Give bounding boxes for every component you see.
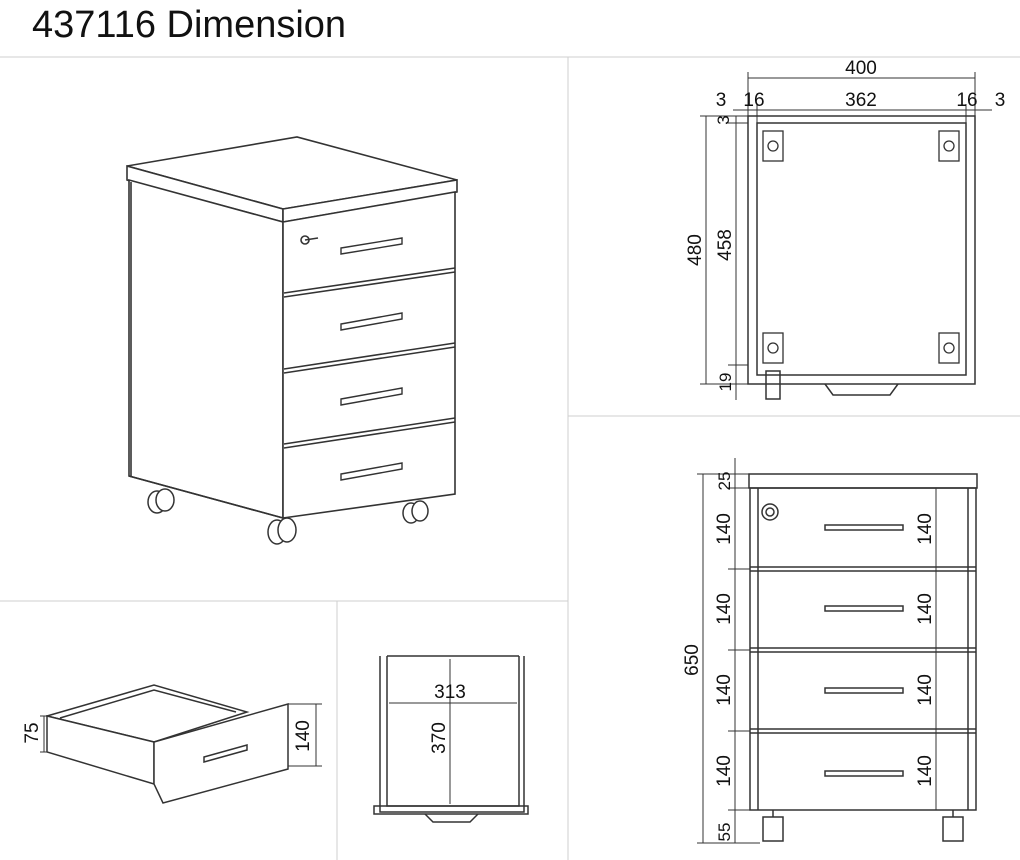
drawer-dimension-lines [40, 703, 322, 767]
front-drawer2-right-label: 140 [915, 593, 936, 625]
drawer-top-dimension-lines [389, 659, 517, 804]
top-view-dimension-lines [700, 72, 992, 400]
front-drawer2-left-label: 140 [714, 593, 735, 625]
drawer-inner-height-label: 75 [22, 722, 43, 743]
drawer-top-depth-label: 370 [429, 722, 450, 754]
front-view-dimension-lines [697, 458, 937, 844]
top-side-left-label: 16 [743, 90, 764, 111]
top-overall-width-label: 400 [845, 58, 877, 79]
drawer-isometric [44, 684, 289, 804]
top-edge-left-label: 3 [716, 90, 727, 111]
top-back-depth-label: 19 [716, 373, 735, 392]
top-overall-depth-label: 480 [685, 234, 706, 266]
front-base-height-label: 55 [715, 823, 734, 842]
top-edge-right-label: 3 [995, 90, 1006, 111]
isometric-cabinet [126, 136, 458, 545]
front-top-thickness-label: 25 [715, 472, 734, 491]
drawer-top-view [373, 655, 529, 823]
top-side-right-label: 16 [956, 90, 977, 111]
front-drawer1-left-label: 140 [714, 513, 735, 545]
front-drawer3-right-label: 140 [915, 674, 936, 706]
top-inner-width-label: 362 [845, 90, 877, 111]
front-drawer1-right-label: 140 [915, 513, 936, 545]
front-drawer4-left-label: 140 [714, 755, 735, 787]
front-overall-height-label: 650 [682, 644, 703, 676]
top-view-outline [747, 115, 976, 400]
page-title: 437116 Dimension [32, 4, 347, 46]
drawer-front-height-label: 140 [293, 720, 314, 752]
front-view-outline [748, 473, 978, 842]
front-drawer3-left-label: 140 [714, 674, 735, 706]
drawer-top-width-label: 313 [434, 682, 466, 703]
front-drawer4-right-label: 140 [915, 755, 936, 787]
panel-dividers [0, 56, 1020, 860]
top-inner-depth-label: 458 [715, 229, 736, 261]
top-edge-depth-label: 3 [714, 115, 733, 124]
